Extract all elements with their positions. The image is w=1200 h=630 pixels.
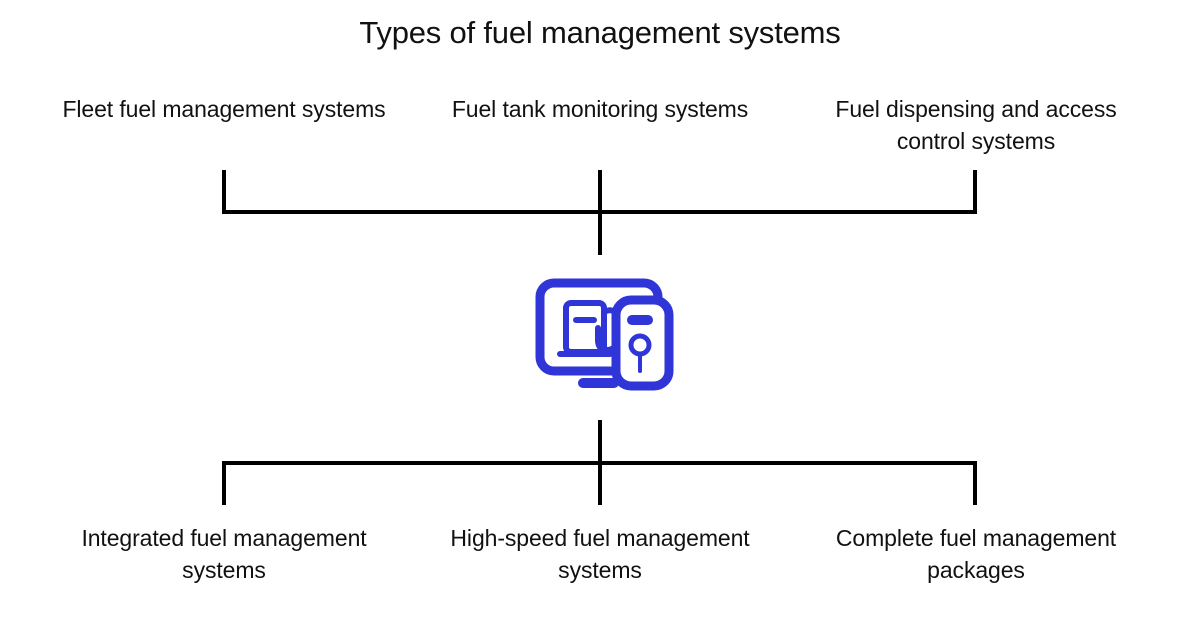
bottom-connector-stub-center xyxy=(598,461,602,505)
mobile-phone-outline xyxy=(611,295,674,391)
fuel-management-monitor-phone-icon xyxy=(524,268,684,392)
bottom-connector-stub-right xyxy=(973,461,977,505)
page-title: Types of fuel management systems xyxy=(359,15,841,50)
node-complete-fuel-management-packages: Complete fuel management packages xyxy=(835,525,1117,583)
top-connector-stub-right xyxy=(973,170,977,214)
top-connector-trunk xyxy=(598,210,602,255)
top-connector-stub-left xyxy=(222,170,226,214)
node-high-speed-fuel-management-systems: High-speed fuel management systems xyxy=(450,525,750,583)
node-fleet-fuel-management-systems: Fleet fuel management systems xyxy=(62,96,386,122)
node-fuel-tank-monitoring-systems: Fuel tank monitoring systems xyxy=(451,96,749,122)
node-integrated-fuel-management-systems: Integrated fuel management systems xyxy=(81,525,367,583)
bottom-connector-stub-left xyxy=(222,461,226,505)
bottom-connector-trunk xyxy=(598,420,602,465)
top-connector-stub-center xyxy=(598,170,602,214)
node-fuel-dispensing-access-control-systems: Fuel dispensing and access control syste… xyxy=(835,96,1117,154)
